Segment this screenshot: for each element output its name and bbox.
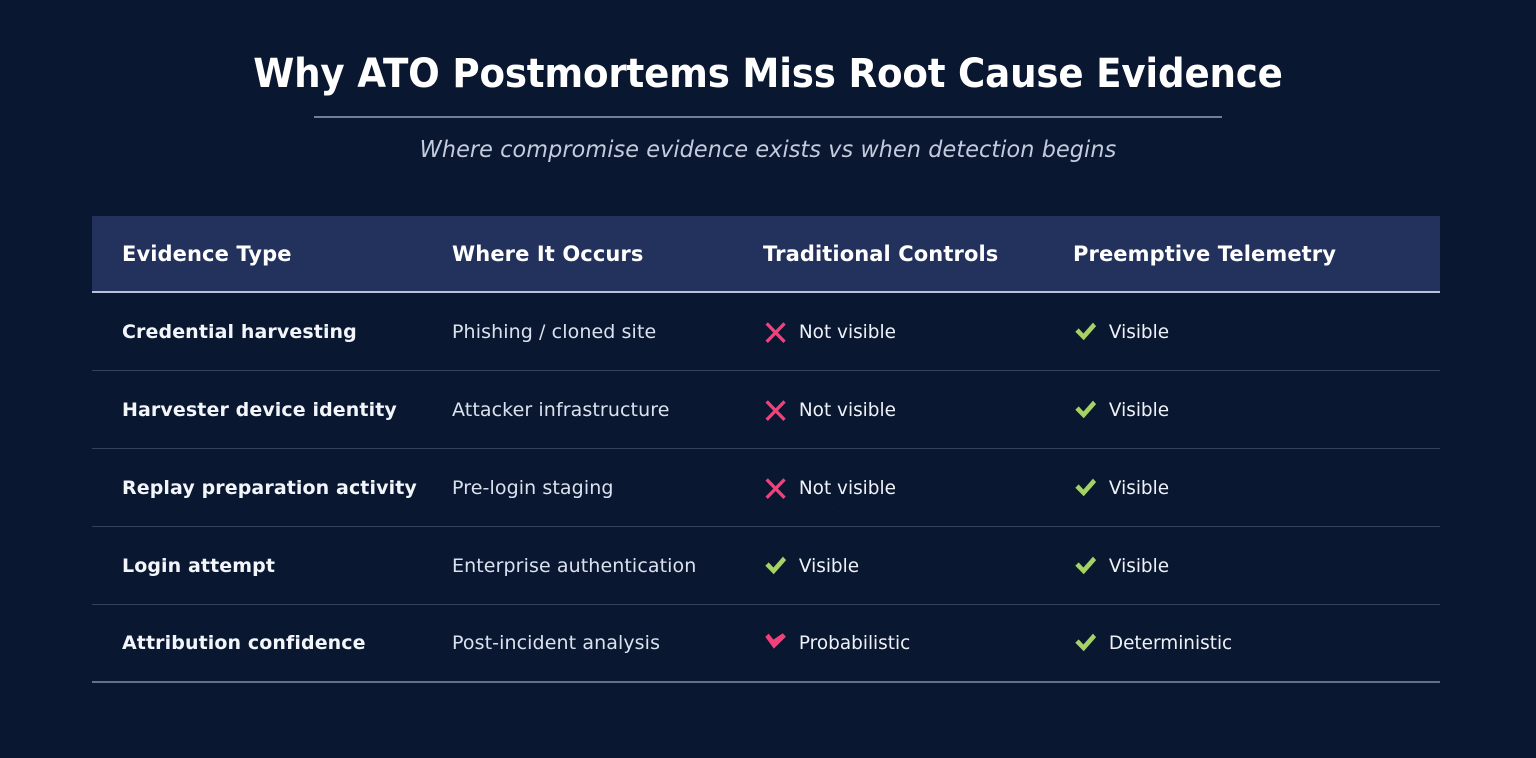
cell-where-it-occurs: Attacker infrastructure — [452, 398, 670, 421]
status-preemptive-telemetry: Deterministic — [1073, 630, 1429, 656]
status-label: Not visible — [798, 320, 896, 343]
table-row: Credential harvesting Phishing / cloned s… — [92, 293, 1440, 371]
column-header-evidence-type: Evidence Type — [122, 241, 292, 266]
table-row: Harvester device identity Attacker infras… — [92, 371, 1440, 449]
column-header-preemptive-telemetry: Preemptive Telemetry — [1073, 241, 1337, 266]
cell-evidence-type: Harvester device identity — [122, 398, 397, 421]
check-icon-pink — [765, 633, 786, 649]
table-row: Attribution confidence Post-incident anal… — [92, 605, 1440, 683]
status-traditional-controls: Not visible — [763, 397, 1064, 423]
status-label: Visible — [1108, 476, 1170, 499]
table-header-row: Evidence Type Where It Occurs Traditiona… — [92, 216, 1440, 293]
cross-icon — [765, 399, 786, 421]
evidence-table: Evidence Type Where It Occurs Traditiona… — [92, 216, 1440, 683]
check-icon — [1075, 478, 1097, 496]
status-traditional-controls: Not visible — [763, 319, 1064, 345]
check-icon — [1075, 400, 1097, 418]
status-preemptive-telemetry: Visible — [1073, 319, 1429, 345]
cell-evidence-type: Credential harvesting — [122, 320, 357, 343]
status-label: Deterministic — [1108, 632, 1233, 654]
column-header-where-it-occurs: Where It Occurs — [452, 241, 644, 266]
status-preemptive-telemetry: Visible — [1073, 553, 1429, 579]
cell-where-it-occurs: Enterprise authentication — [452, 554, 697, 577]
check-icon — [765, 556, 787, 574]
check-icon — [1075, 633, 1097, 652]
status-preemptive-telemetry: Visible — [1073, 397, 1429, 423]
status-label: Visible — [1108, 320, 1170, 343]
status-traditional-controls: Not visible — [763, 475, 1064, 501]
check-icon — [1075, 556, 1097, 574]
cell-where-it-occurs: Phishing / cloned site — [452, 320, 657, 343]
table-row: Replay preparation activity Pre-login sta… — [92, 449, 1440, 527]
status-label: Not visible — [798, 398, 896, 421]
status-preemptive-telemetry: Visible — [1073, 475, 1429, 501]
page-subtitle: Where compromise evidence exists vs when… — [419, 137, 1117, 163]
header-block: Why ATO Postmortems Miss Root Cause Evid… — [0, 0, 1536, 163]
cell-evidence-type: Replay preparation activity — [122, 476, 417, 499]
table-row: Login attempt Enterprise authentication Vi… — [92, 527, 1440, 605]
cell-where-it-occurs: Pre-login staging — [452, 476, 614, 499]
page-title: Why ATO Postmortems Miss Root Cause Evid… — [253, 51, 1283, 97]
table-body: Credential harvesting Phishing / cloned s… — [92, 293, 1440, 683]
status-label: Not visible — [798, 476, 896, 499]
status-label: Visible — [798, 554, 860, 577]
status-label: Visible — [1108, 554, 1170, 577]
title-divider — [314, 116, 1222, 118]
cell-evidence-type: Login attempt — [122, 554, 276, 577]
check-icon — [1075, 322, 1097, 340]
cross-icon — [765, 321, 786, 343]
column-header-traditional-controls: Traditional Controls — [763, 241, 999, 266]
cell-evidence-type: Attribution confidence — [122, 632, 366, 654]
cross-icon — [765, 477, 786, 499]
status-traditional-controls: Visible — [763, 553, 1064, 579]
status-label: Probabilistic — [798, 632, 911, 654]
status-traditional-controls: Probabilistic — [763, 630, 1064, 656]
cell-where-it-occurs: Post-incident analysis — [452, 632, 661, 654]
status-label: Visible — [1108, 398, 1170, 421]
